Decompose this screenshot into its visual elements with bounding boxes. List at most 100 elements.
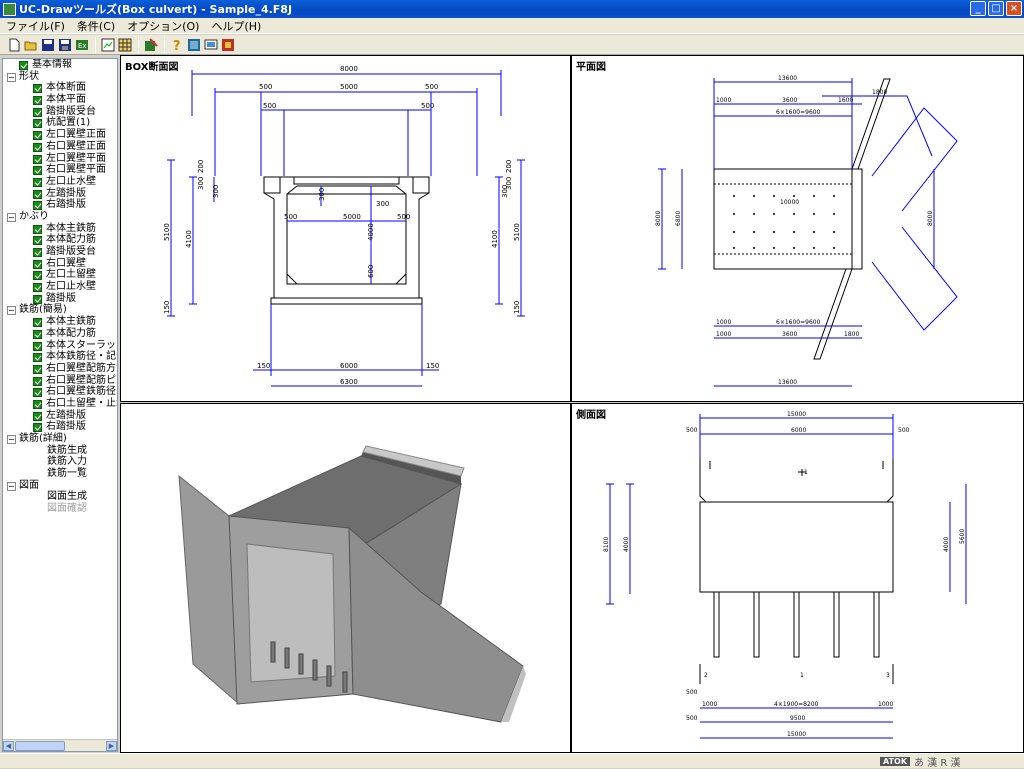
tree-item[interactable]: 杭配置(1) (3, 117, 117, 129)
tree-item[interactable]: 本体配力筋 (3, 328, 117, 340)
checkbox-checked-icon[interactable] (33, 399, 42, 409)
tree-item[interactable]: 踏掛版受台 (3, 106, 117, 118)
tree-item[interactable]: 本体平面 (3, 94, 117, 106)
tree-item[interactable]: 右口翼壁配筋方法 (3, 363, 117, 375)
save-as-icon[interactable] (57, 37, 73, 53)
tree-item[interactable]: 左口土留壁 (3, 269, 117, 281)
tree-item[interactable]: 左口翼壁平面 (3, 153, 117, 165)
tree-item[interactable]: 鉄筋生成 (3, 445, 117, 457)
tree-item[interactable]: −図面 (3, 480, 117, 492)
new-file-icon[interactable] (6, 37, 22, 53)
tree-item[interactable]: 左口止水壁 (3, 281, 117, 293)
checkbox-checked-icon[interactable] (33, 177, 42, 187)
menu-options[interactable]: オプション(O) (127, 19, 200, 33)
tree-item[interactable]: 図面生成 (3, 491, 117, 503)
checkbox-checked-icon[interactable] (33, 236, 42, 246)
checkbox-checked-icon[interactable] (19, 61, 28, 70)
checkbox-checked-icon[interactable] (33, 283, 42, 293)
settings-icon[interactable] (143, 37, 159, 53)
tree-item[interactable]: 右口翼壁配筋ピッチ (3, 375, 117, 387)
tree-item[interactable]: 右踏掛版 (3, 421, 117, 433)
tree-item[interactable]: 本体主鉄筋 (3, 223, 117, 235)
scroll-thumb[interactable] (15, 741, 65, 751)
box-section-view[interactable]: BOX断面図 (120, 55, 571, 402)
checkbox-checked-icon[interactable] (33, 96, 42, 106)
tree-item[interactable]: 本体配力筋 (3, 234, 117, 246)
checkbox-checked-icon[interactable] (33, 364, 42, 374)
scroll-right-icon[interactable]: ▶ (106, 741, 117, 751)
checkbox-checked-icon[interactable] (33, 119, 42, 129)
tree-item[interactable]: 右踏掛版 (3, 199, 117, 211)
tree-item[interactable]: 踏掛版受台 (3, 246, 117, 258)
export-icon[interactable]: Ex (74, 37, 90, 53)
navigation-tree[interactable]: 基本情報−形状本体断面本体平面踏掛版受台杭配置(1)左口翼壁正面右口翼壁正面左口… (2, 58, 118, 752)
tree-item[interactable]: 左踏掛版 (3, 410, 117, 422)
screen-icon[interactable] (203, 37, 219, 53)
tree-item[interactable]: 本体鉄筋径・記号 (3, 351, 117, 363)
side-view[interactable]: 側面図 (571, 403, 1024, 753)
menu-conditions[interactable]: 条件(C) (76, 19, 116, 33)
tree-item[interactable]: 右口土留壁・止水壁 (3, 398, 117, 410)
collapse-icon[interactable]: − (7, 481, 16, 491)
exit-icon[interactable] (220, 37, 236, 53)
checkbox-checked-icon[interactable] (33, 376, 42, 386)
tree-item[interactable]: 左口止水壁 (3, 176, 117, 188)
checkbox-checked-icon[interactable] (33, 189, 42, 199)
checkbox-checked-icon[interactable] (33, 388, 42, 398)
checkbox-checked-icon[interactable] (33, 142, 42, 152)
help-icon[interactable]: ? (169, 37, 185, 53)
collapse-icon[interactable]: − (7, 72, 16, 82)
checkbox-checked-icon[interactable] (33, 353, 42, 363)
tree-item[interactable]: 左口翼壁正面 (3, 129, 117, 141)
tree-item[interactable]: 本体スターラップ (3, 340, 117, 352)
menu-help[interactable]: ヘルプ(H) (211, 19, 262, 33)
save-icon[interactable] (40, 37, 56, 53)
checkbox-checked-icon[interactable] (33, 107, 42, 117)
tree-item[interactable]: 右口翼壁平面 (3, 164, 117, 176)
tree-item[interactable]: 左踏掛版 (3, 188, 117, 200)
tree-item[interactable]: −鉄筋(詳細) (3, 433, 117, 445)
tree-item[interactable]: 右口翼壁鉄筋径・記 (3, 386, 117, 398)
tree-item[interactable]: 踏掛版 (3, 293, 117, 305)
tree-item[interactable]: 基本情報 (3, 59, 117, 71)
model-3d-view[interactable] (120, 403, 571, 753)
tree-item[interactable]: 本体主鉄筋 (3, 316, 117, 328)
scroll-left-icon[interactable]: ◀ (3, 741, 14, 751)
checkbox-checked-icon[interactable] (33, 329, 42, 339)
checkbox-checked-icon[interactable] (33, 201, 42, 211)
collapse-icon[interactable]: − (7, 212, 16, 222)
checkbox-checked-icon[interactable] (33, 341, 42, 351)
drawing-icon[interactable] (100, 37, 116, 53)
tree-item[interactable]: −形状 (3, 71, 117, 83)
tree-item[interactable]: 鉄筋一覧 (3, 468, 117, 480)
checkbox-checked-icon[interactable] (33, 131, 42, 141)
tree-item[interactable]: 右口翼壁 (3, 258, 117, 270)
checkbox-checked-icon[interactable] (33, 294, 42, 304)
checkbox-checked-icon[interactable] (33, 423, 42, 433)
menu-file[interactable]: ファイル(F) (6, 19, 65, 33)
tree-item[interactable]: −かぶり (3, 211, 117, 223)
plan-view[interactable]: 平面図 (571, 55, 1024, 402)
checkbox-checked-icon[interactable] (33, 271, 42, 281)
collapse-icon[interactable]: − (7, 306, 16, 316)
checkbox-checked-icon[interactable] (33, 411, 42, 421)
checkbox-checked-icon[interactable] (33, 259, 42, 269)
tree-item[interactable]: 本体断面 (3, 82, 117, 94)
checkbox-checked-icon[interactable] (33, 248, 42, 257)
tree-item[interactable]: 鉄筋入力 (3, 456, 117, 468)
tree-horizontal-scrollbar[interactable]: ◀ ▶ (3, 739, 117, 751)
tree-item[interactable]: −鉄筋(簡易) (3, 304, 117, 316)
checkbox-checked-icon[interactable] (33, 84, 42, 94)
maximize-button[interactable]: □ (988, 1, 1004, 16)
grid-icon[interactable] (186, 37, 202, 53)
ime-indicator[interactable]: ATOK あ 漢 R 漢 (880, 755, 961, 769)
table-icon[interactable] (117, 37, 133, 53)
collapse-icon[interactable]: − (7, 435, 16, 444)
checkbox-checked-icon[interactable] (33, 318, 42, 328)
tree-item[interactable]: 右口翼壁正面 (3, 141, 117, 153)
tree-item[interactable]: 図面確認 (3, 503, 117, 515)
open-folder-icon[interactable] (23, 37, 39, 53)
close-button[interactable]: × (1006, 1, 1022, 16)
minimize-button[interactable]: _ (970, 1, 986, 16)
checkbox-checked-icon[interactable] (33, 154, 42, 164)
